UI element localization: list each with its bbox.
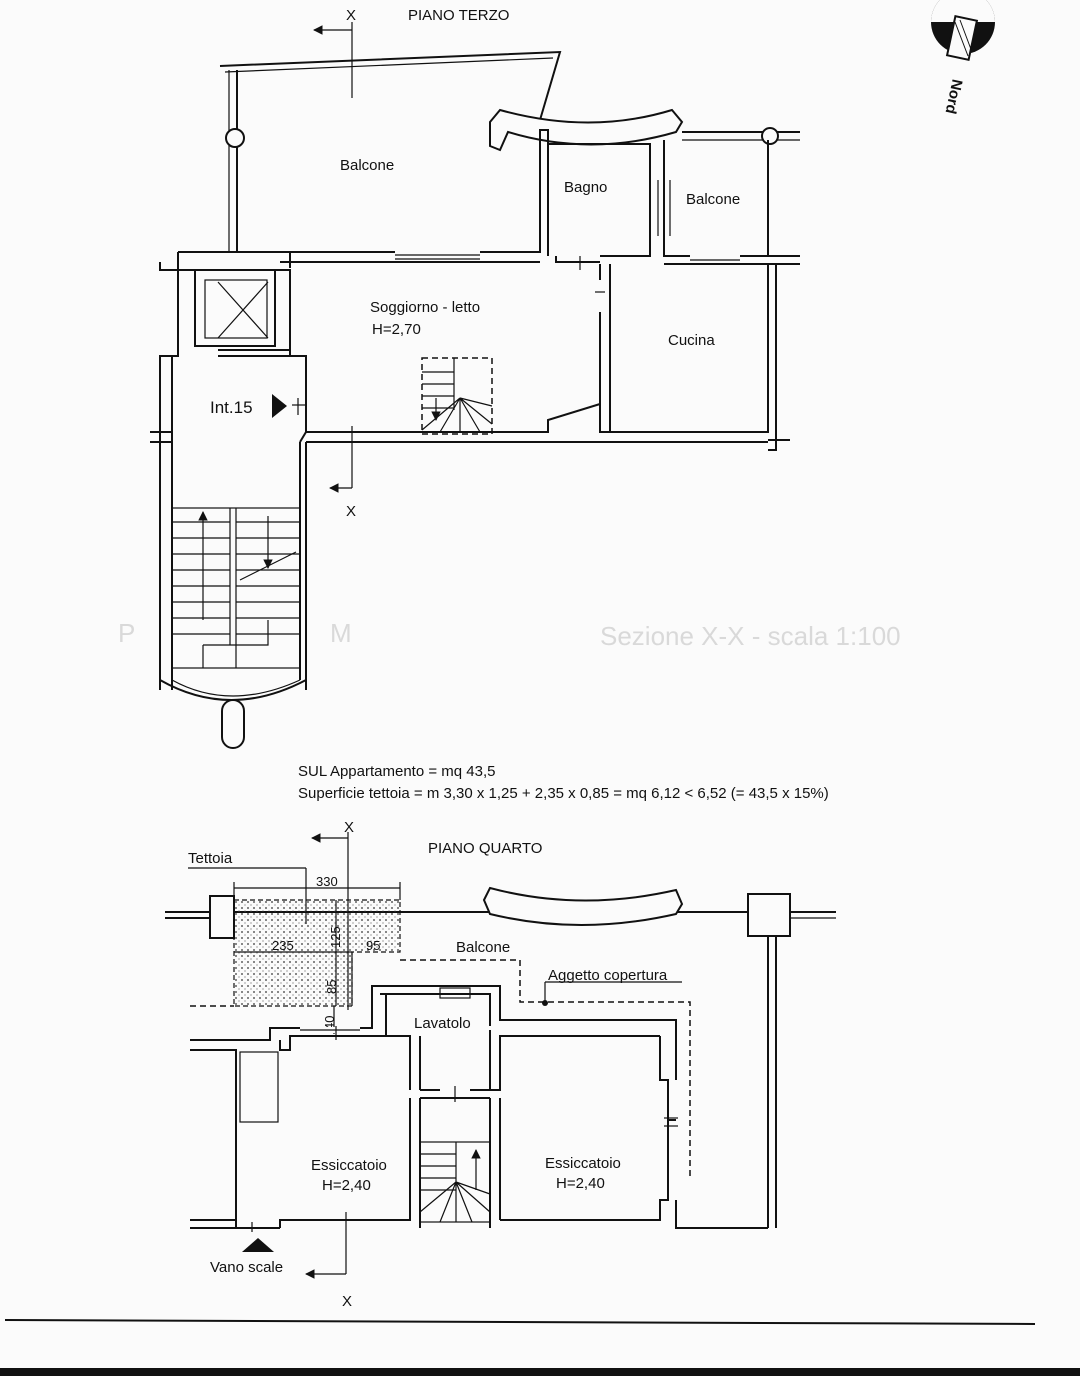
stair-label: Vano scale — [210, 1259, 283, 1276]
room-cucina: Cucina — [668, 332, 715, 349]
scan-edge — [0, 1368, 1080, 1376]
dim-330: 330 — [316, 874, 338, 889]
ghost-text-left: P — [118, 618, 135, 648]
section-mark-x-fourth: X — [344, 819, 354, 836]
floor-fourth-plan: PIANO QUARTO X Tettoia 330 235 95 125 85 — [165, 819, 836, 1310]
ghost-text-mid: M — [330, 618, 352, 648]
room-essiccatoio-left-height: H=2,40 — [322, 1177, 371, 1194]
room-soggiorno: Soggiorno - letto — [370, 299, 480, 316]
stair-access-icon — [242, 1238, 274, 1252]
dim-125: 125 — [328, 926, 343, 948]
dim-95: 95 — [366, 938, 380, 953]
ghost-text-right: Sezione X-X - scala 1:100 — [600, 621, 901, 651]
stair-fourth — [419, 1141, 491, 1223]
room-bagno: Bagno — [564, 179, 607, 196]
surface-notes: SUL Appartamento = mq 43,5 Superficie te… — [298, 763, 829, 802]
dim-40: 40 — [322, 1016, 337, 1030]
room-soggiorno-height: H=2,70 — [372, 321, 421, 338]
internal-stair — [421, 357, 493, 435]
note-sul: SUL Appartamento = mq 43,5 — [298, 763, 495, 780]
room-balcone-left: Balcone — [340, 157, 394, 174]
room-balcone-right: Balcone — [686, 191, 740, 208]
room-essiccatoio-right-height: H=2,40 — [556, 1175, 605, 1192]
section-cut-bottom: X — [329, 426, 356, 520]
dim-85: 85 — [324, 980, 339, 994]
section-cut-fourth-bottom: X — [305, 1212, 352, 1310]
unit-label: Int.15 — [210, 398, 253, 417]
note-tettoia: Superficie tettoia = m 3,30 x 1,25 + 2,3… — [298, 785, 829, 802]
bottom-rule — [4, 1319, 1036, 1325]
background-ghost-text: P M Sezione X-X - scala 1:100 — [118, 618, 901, 651]
room-essiccatoio-right: Essiccatoio — [545, 1155, 621, 1172]
tettoia-label: Tettoia — [188, 850, 233, 867]
north-label: Nord — [942, 78, 966, 116]
floor-third-plan: PIANO TERZO X — [150, 7, 800, 749]
dim-235: 235 — [272, 938, 294, 953]
room-essiccatoio-left: Essiccatoio — [311, 1157, 387, 1174]
room-balcone-fourth: Balcone — [456, 939, 510, 956]
staircase — [159, 507, 307, 749]
label-aggetto: Aggetto copertura — [548, 967, 668, 984]
floor-third-title: PIANO TERZO — [408, 7, 509, 24]
section-mark-x-bottom: X — [346, 503, 356, 520]
section-mark-x-fourth-bottom: X — [342, 1293, 352, 1310]
section-mark-x: X — [346, 7, 356, 24]
section-cut-top: X — [313, 7, 356, 98]
entrance-arrow-icon — [272, 394, 287, 418]
room-lavatolo: Lavatolo — [414, 1015, 471, 1032]
floor-fourth-title: PIANO QUARTO — [428, 840, 542, 857]
north-arrow-icon: Nord — [931, 0, 995, 115]
